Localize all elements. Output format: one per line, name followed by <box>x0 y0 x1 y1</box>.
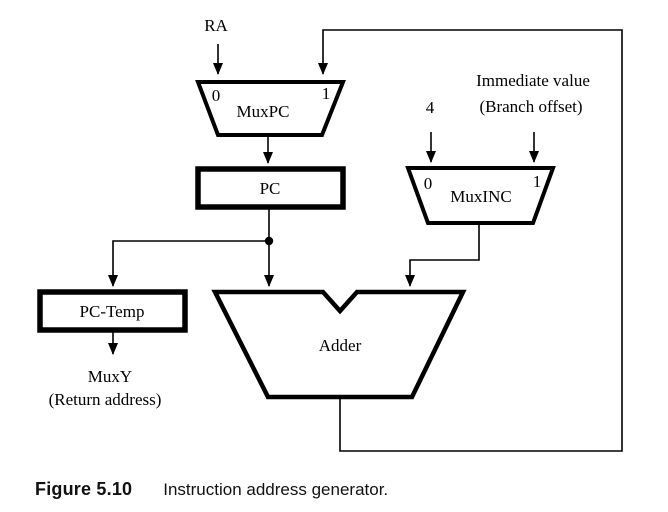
muxinc-input0-label: 0 <box>424 174 433 193</box>
figure-caption-text: Instruction address generator. <box>163 480 389 499</box>
muxinc-shape <box>405 166 556 225</box>
figure-caption-number: Figure 5.10 <box>35 479 133 499</box>
muxpc-input1-label: 1 <box>322 84 331 103</box>
immediate-value-label: Immediate value <box>476 71 590 90</box>
muxpc-shape <box>195 80 346 137</box>
muxpc-label: MuxPC <box>237 102 290 121</box>
junction-dot <box>264 236 274 246</box>
adder-label: Adder <box>319 336 362 355</box>
wire-adder-feedback-to-muxpc <box>318 29 623 452</box>
muxy-label: MuxY <box>88 367 132 386</box>
pctemp-label: PC-Temp <box>80 302 145 321</box>
ra-label: RA <box>204 16 228 35</box>
four-label: 4 <box>426 98 435 117</box>
muxinc-input1-label: 1 <box>533 172 542 191</box>
adder-shape <box>211 289 467 400</box>
branch-offset-label: (Branch offset) <box>479 97 582 116</box>
muxpc-input0-label: 0 <box>212 86 221 105</box>
wire-pc-branch-to-pctemp <box>108 240 269 287</box>
pc-register-shape <box>195 166 346 210</box>
pctemp-register-shape <box>37 289 188 333</box>
figure-caption: Figure 5.10 Instruction address generator… <box>35 479 388 500</box>
muxinc-label: MuxINC <box>450 187 511 206</box>
pc-label: PC <box>260 179 281 198</box>
return-address-label: (Return address) <box>49 390 162 409</box>
wire-muxinc-to-adder <box>405 224 480 287</box>
